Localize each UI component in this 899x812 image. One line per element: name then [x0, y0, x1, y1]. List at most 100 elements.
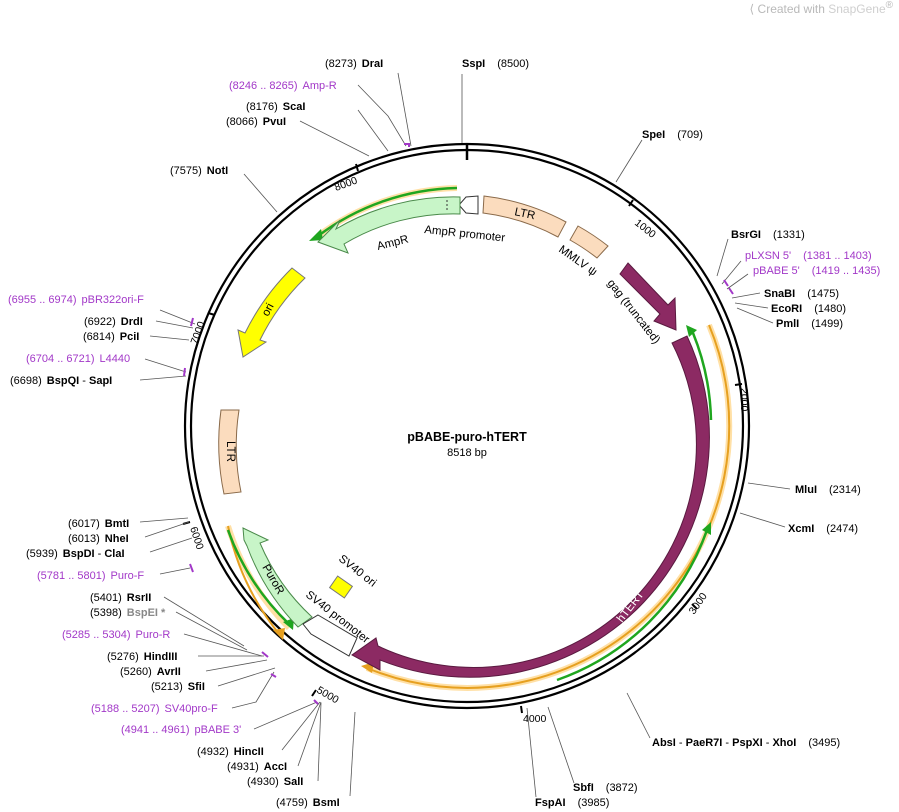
- sv40-promoter-feature[interactable]: [302, 614, 358, 657]
- leader-sali: [317, 702, 322, 782]
- mlui-pos: (2314): [829, 484, 861, 496]
- site-plxsn[interactable]: pLXSN 5'(1381 .. 1403): [745, 250, 872, 262]
- site-drdi[interactable]: (6922)DrdI: [84, 316, 143, 328]
- tick-4000: [520, 705, 523, 714]
- ltr-left-feature[interactable]: [218, 409, 242, 495]
- site-bsrgi[interactable]: BsrGI(1331): [731, 229, 805, 241]
- tick-label-2000: 2000: [738, 388, 750, 412]
- drai-name: DraI: [362, 58, 383, 70]
- site-ampr-primer[interactable]: (8246 .. 8265)Amp-R: [229, 80, 337, 92]
- site-bsmi[interactable]: (4759) BsmI: [276, 797, 340, 809]
- bspei-star: *: [158, 607, 166, 619]
- orf-puro-green-arrow: [283, 618, 294, 630]
- puror-primer-range: (5285 .. 5304): [62, 629, 131, 641]
- ltr-top-label: LTR: [513, 206, 536, 222]
- htert-feature[interactable]: [351, 335, 710, 678]
- leader-hincii: [281, 701, 321, 751]
- ampr-feature[interactable]: [317, 196, 461, 254]
- bmti-pos: (6017): [68, 518, 100, 530]
- bsmi-name: BsmI: [313, 797, 340, 809]
- site-bspdi[interactable]: (5939)BspDI - ClaI: [26, 548, 125, 560]
- absi-name: AbsI: [652, 737, 676, 749]
- site-puror-primer[interactable]: (5285 .. 5304) Puro-R: [62, 629, 170, 641]
- puror-primer-name: Puro-R: [136, 629, 171, 641]
- ltr-top-feature[interactable]: [482, 195, 567, 238]
- tick-marks: 1000 2000 3000 4000 5000 6000 7000 8000: [182, 163, 750, 725]
- avrii-name: AvrII: [157, 666, 181, 678]
- site-hincii[interactable]: (4932)HincII: [197, 746, 264, 758]
- orf-green-2-arrow: [702, 522, 711, 535]
- bsmi-pos: (4759): [276, 797, 308, 809]
- site-sspi[interactable]: SspI(8500): [462, 58, 529, 70]
- site-absi[interactable]: AbsI - PaeR7I - PspXI - XhoI(3495): [652, 737, 840, 749]
- leader-purof: [159, 567, 191, 575]
- plasmid-size: 8518 bp: [447, 447, 487, 459]
- ori-feature[interactable]: [237, 267, 306, 358]
- nhei-name: NheI: [105, 533, 129, 545]
- site-pbabe5[interactable]: pBABE 5'(1419 .. 1435): [753, 265, 880, 277]
- leader-l4440: [144, 358, 187, 373]
- brand-mark: ®: [885, 0, 893, 11]
- gag-feature[interactable]: [619, 262, 677, 331]
- site-snabi[interactable]: SnaBI(1475): [764, 288, 839, 300]
- site-scai[interactable]: (8176)ScaI: [246, 101, 305, 113]
- bspdi-pos: (5939): [26, 548, 58, 560]
- primer-pbabe5-mark: [728, 287, 734, 295]
- site-pbr322[interactable]: (6955 .. 6974)pBR322ori-F: [8, 294, 144, 306]
- snapgene-brand: ⟨ Created with SnapGene®: [750, 0, 893, 16]
- site-noti[interactable]: (7575)NotI: [170, 165, 228, 177]
- sfii-pos: (5213): [151, 681, 183, 693]
- site-spei[interactable]: SpeI (709): [642, 129, 703, 141]
- site-bspei[interactable]: (5398)BspEI *: [90, 607, 166, 619]
- site-rsrii[interactable]: (5401)RsrII: [90, 592, 151, 604]
- orf-amp-green: [317, 186, 458, 237]
- pspxi-name: PspXI: [732, 737, 763, 749]
- site-sbfi[interactable]: SbfI(3872): [573, 782, 638, 794]
- leader-puror: [183, 633, 263, 657]
- absi-pos: (3495): [808, 737, 840, 749]
- site-mlui[interactable]: MluI(2314): [795, 484, 861, 496]
- puror-feature[interactable]: [242, 527, 313, 628]
- tick-5000: [311, 689, 317, 697]
- sv40-ori-feature[interactable]: [328, 575, 354, 599]
- plxsn-name: pLXSN 5': [745, 250, 791, 262]
- nhei-pos: (6013): [68, 533, 100, 545]
- site-ecori[interactable]: EcoRI(1480): [771, 303, 846, 315]
- site-sv40prof[interactable]: (5188 .. 5207)SV40pro-F: [91, 703, 218, 715]
- site-bmti[interactable]: (6017)BmtI: [68, 518, 129, 530]
- site-sali[interactable]: (4930)SalI: [247, 776, 303, 788]
- leader-bmti: [139, 517, 189, 523]
- site-sfii[interactable]: (5213)SfiI: [151, 681, 205, 693]
- spei-name: SpeI: [642, 129, 665, 141]
- site-l4440[interactable]: (6704 .. 6721)L4440: [26, 353, 130, 365]
- site-drai[interactable]: (8273)DraI: [325, 58, 383, 70]
- site-nhei[interactable]: (6013) NheI: [68, 533, 129, 545]
- bsrgi-name: BsrGI: [731, 229, 761, 241]
- site-purof[interactable]: (5781 .. 5801)Puro-F: [37, 570, 144, 582]
- site-bspqi[interactable]: (6698)BspQI - SapI: [10, 375, 112, 387]
- site-xcmi[interactable]: XcmI(2474): [788, 523, 858, 535]
- site-pcii[interactable]: (6814)PciI: [83, 331, 139, 343]
- acci-name: AccI: [264, 761, 287, 773]
- bspdi-name: BspDI: [63, 548, 95, 560]
- ampr-promoter-feature[interactable]: [458, 195, 479, 215]
- leader-bspqi: [139, 375, 187, 381]
- acci-pos: (4931): [227, 761, 259, 773]
- leader-absi: [626, 692, 651, 739]
- primer-pbabe3-mark: [313, 699, 319, 705]
- site-fspai[interactable]: FspAI(3985): [535, 797, 609, 809]
- spei-pos: (709): [677, 129, 703, 141]
- site-pbabe3[interactable]: (4941 .. 4961)pBABE 3': [121, 724, 241, 736]
- site-avrii[interactable]: (5260) AvrII: [120, 666, 181, 678]
- hindiii-pos: (5276): [107, 651, 139, 663]
- site-acci[interactable]: (4931) AccI: [227, 761, 287, 773]
- drdi-pos: (6922): [84, 316, 116, 328]
- site-hindiii[interactable]: (5276)HindIII: [107, 651, 177, 663]
- primer-pbr322-mark: [190, 317, 194, 327]
- avrii-pos: (5260): [120, 666, 152, 678]
- absi-sep3: -: [763, 737, 773, 749]
- mmlv-feature[interactable]: [569, 225, 609, 259]
- site-pvui[interactable]: (8066)PvuI: [226, 116, 286, 128]
- primer-puror-mark: [261, 651, 269, 658]
- site-pmli[interactable]: PmlI(1499): [776, 318, 843, 330]
